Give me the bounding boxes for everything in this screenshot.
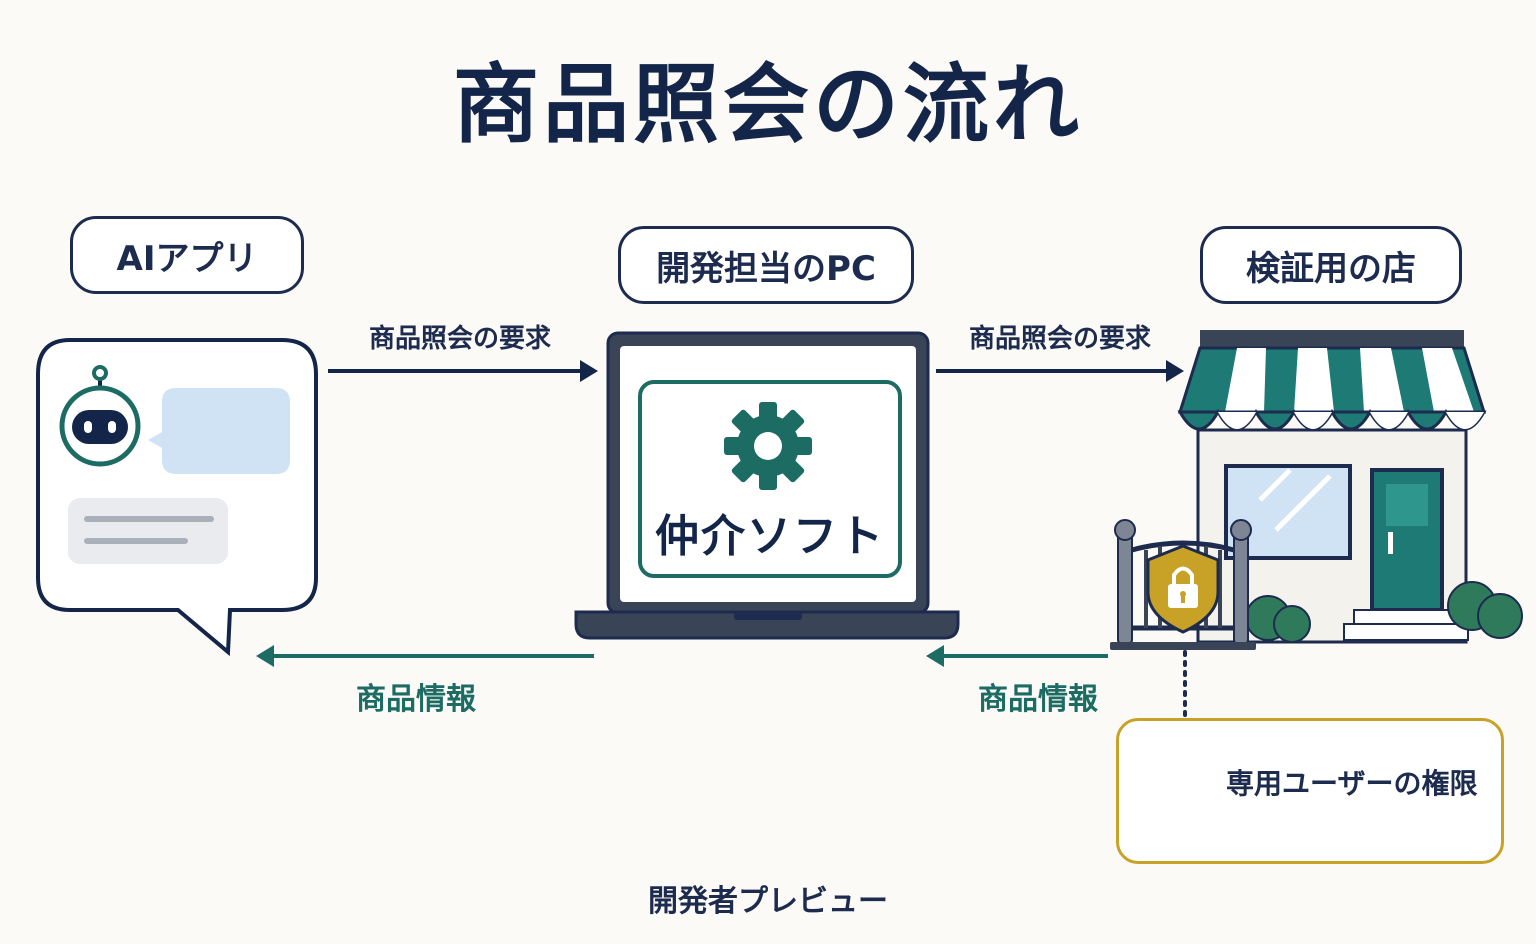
chat-bubble-icon: [36, 338, 318, 657]
intermediary-label: 仲介ソフト: [655, 511, 885, 562]
chat-text-block: [68, 498, 228, 564]
arrow-info-2: [926, 645, 1108, 667]
permission-box: [1116, 718, 1504, 864]
storefront-icon: [1177, 330, 1523, 644]
gear-icon: [724, 402, 812, 490]
arrow-label-info-1: 商品情報: [356, 682, 476, 717]
arrow-request-1: [328, 360, 598, 382]
node-label-ai-app: AIアプリ: [70, 216, 304, 294]
page-title: 商品照会の流れ: [453, 55, 1083, 155]
arrow-label-request-1: 商品照会の要求: [368, 324, 551, 354]
node-label-test-store: 検証用の店: [1200, 226, 1462, 304]
lock-shield-icon: [1146, 544, 1220, 634]
node-label-dev-pc: 開発担当のPC: [618, 226, 914, 304]
footer-label: 開発者プレビュー: [648, 884, 888, 919]
arrow-label-request-2: 商品照会の要求: [968, 324, 1151, 354]
permission-label: 専用ユーザーの権限: [1226, 767, 1478, 800]
arrow-request-2: [936, 360, 1184, 382]
robot-icon: [59, 365, 141, 467]
chat-message-bubble: [148, 388, 290, 474]
arrow-info-1: [256, 645, 594, 667]
arrow-label-info-2: 商品情報: [978, 682, 1098, 717]
